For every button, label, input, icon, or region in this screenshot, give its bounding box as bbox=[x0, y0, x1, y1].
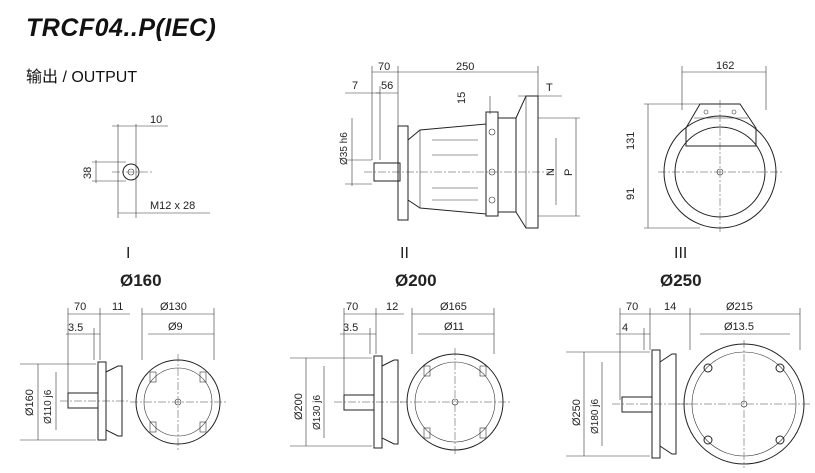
flange-roman-2: II bbox=[400, 245, 409, 262]
flange-3-dim-small: 4 bbox=[622, 322, 628, 334]
flange-2-dim-right: 12 bbox=[386, 301, 398, 313]
output-shaft-view: 10 38 M12 x 28 bbox=[82, 114, 210, 218]
flange-2-outer: Ø200 bbox=[293, 393, 305, 420]
dim-15: 15 bbox=[456, 92, 468, 104]
flange-2-dim-70: 70 bbox=[346, 301, 358, 313]
dim-N: N bbox=[545, 168, 557, 176]
thread-label: M12 x 28 bbox=[150, 200, 195, 212]
dim-250: 250 bbox=[456, 61, 474, 73]
shaft-dim: Ø35 h6 bbox=[339, 132, 350, 165]
dim-91: 91 bbox=[625, 188, 637, 200]
flange-1-dim-70: 70 bbox=[74, 301, 86, 313]
flange-roman-1: I bbox=[126, 245, 130, 262]
flange-2-pcd: Ø165 bbox=[440, 301, 467, 313]
flange-size-2: Ø200 bbox=[395, 271, 437, 290]
flange-1-drawing: 70 11 3.5 Ø160 Ø110 j6 Ø130 Ø9 bbox=[20, 301, 226, 450]
flange-2-spigot: Ø130 j6 bbox=[312, 395, 323, 430]
flange-3-drawing: 70 14 4 Ø250 Ø180 j6 Ø215 Ø13.5 bbox=[566, 301, 812, 468]
flange-3-dim-70: 70 bbox=[626, 301, 638, 313]
flange-3-spigot: Ø180 j6 bbox=[590, 399, 601, 434]
gearbox-end-view: 162 131 91 bbox=[625, 60, 782, 232]
flange-3-outer: Ø250 bbox=[571, 399, 583, 426]
dim-10: 10 bbox=[150, 114, 162, 126]
flange-1-hole: Ø9 bbox=[168, 321, 183, 333]
flange-1-dim-small: 3.5 bbox=[68, 322, 83, 334]
dim-P: P bbox=[563, 169, 575, 176]
flange-2-drawing: 70 12 3.5 Ø200 Ø130 j6 Ø165 Ø11 bbox=[290, 301, 510, 456]
dim-70: 70 bbox=[378, 61, 390, 73]
gearbox-side-view: 70 250 7 56 15 T Ø35 h6 bbox=[339, 61, 580, 229]
flange-1-dim-right: 11 bbox=[112, 301, 123, 313]
flange-1-pcd: Ø130 bbox=[160, 301, 187, 313]
flange-size-1: Ø160 bbox=[120, 271, 162, 290]
dim-38: 38 bbox=[82, 167, 94, 179]
flange-size-3: Ø250 bbox=[660, 271, 702, 290]
dim-T: T bbox=[546, 82, 553, 94]
flange-3-hole: Ø13.5 bbox=[724, 321, 754, 333]
flange-1-spigot: Ø110 j6 bbox=[43, 389, 54, 424]
dim-56: 56 bbox=[381, 80, 393, 92]
flange-2-hole: Ø11 bbox=[444, 321, 464, 333]
flange-3-dim-right: 14 bbox=[664, 301, 676, 313]
flange-1-outer: Ø160 bbox=[24, 389, 36, 416]
dim-131: 131 bbox=[625, 132, 637, 150]
flange-2-dim-small: 3.5 bbox=[343, 322, 358, 334]
page-title: TRCF04..P(IEC) bbox=[26, 14, 217, 42]
output-label: 输出 / OUTPUT bbox=[26, 69, 138, 86]
flange-roman-3: III bbox=[674, 245, 687, 262]
dim-7: 7 bbox=[352, 80, 358, 92]
dim-162: 162 bbox=[716, 60, 734, 72]
flange-3-pcd: Ø215 bbox=[726, 301, 753, 313]
